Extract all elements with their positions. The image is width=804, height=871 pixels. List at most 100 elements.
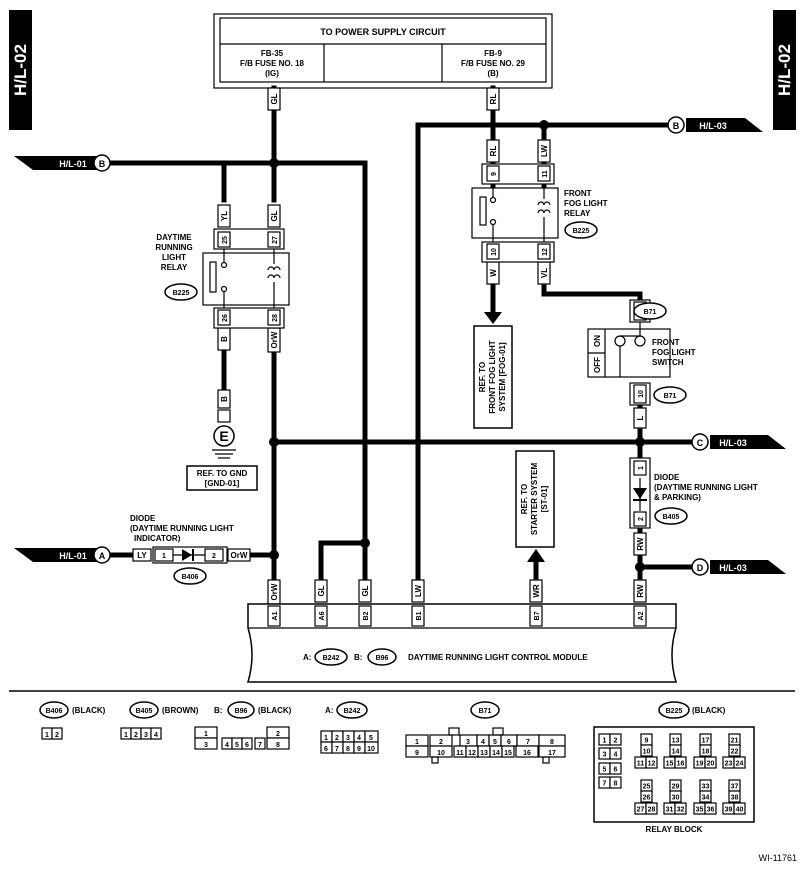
diode-right-line2: (DAYTIME RUNNING LIGHT xyxy=(654,483,758,492)
legend-b406-pin-1: 1 xyxy=(45,732,49,739)
relay-block-cell xyxy=(645,756,658,769)
legend-b96-pin-6: 6 xyxy=(245,742,249,749)
fuse-left-line2: F/B FUSE NO. 18 xyxy=(240,59,305,68)
legend-b405-pin-2: 2 xyxy=(134,732,138,739)
diode-right-pin-2: 2 xyxy=(638,517,645,521)
relay-block-cell-label: 18 xyxy=(702,749,710,756)
connector-h-l-03-b-label: H/L-03 xyxy=(699,121,727,131)
relay-block-cell-label: 8 xyxy=(614,781,618,788)
ref-fog-line1: REF. TO xyxy=(478,362,487,393)
legend-b242-pin-2: 2 xyxy=(335,735,339,742)
wire-label-orw-module: OrW xyxy=(270,583,279,600)
fog-relay: 9 11 10 12 FRONT FOG LIGHT RELAY B225 xyxy=(471,163,608,263)
module-a-conn: B242 xyxy=(323,655,340,662)
relay-block-cell xyxy=(733,802,746,815)
fog-switch-line1: FRONT xyxy=(652,338,680,347)
diode-right-conn: B405 xyxy=(663,514,680,521)
wire-label-lw-module: LW xyxy=(414,585,423,597)
relay-block-cell-label: 17 xyxy=(702,738,710,745)
connector-h-l-03-d-label: H/L-03 xyxy=(719,563,747,573)
connector-h-l-03-d: D H/L-03 xyxy=(691,558,786,576)
module-a-label: A: xyxy=(303,653,311,662)
legend-b242-pin-10: 10 xyxy=(367,746,375,753)
connector-h-l-01-a: H/L-01 A xyxy=(14,546,111,564)
ref-fog-line3: SYSTEM [FOG-01] xyxy=(498,342,507,412)
legend-b242-pin-6: 6 xyxy=(324,746,328,753)
legend-b405-pin-3: 3 xyxy=(144,732,148,739)
module-b-conn: B96 xyxy=(376,655,389,662)
connector-h-l-03-c-letter: C xyxy=(697,438,704,448)
legend-b242-pin-3: 3 xyxy=(346,735,350,742)
fuse-left-line3: (IG) xyxy=(265,69,279,78)
module-b-label: B: xyxy=(354,653,362,662)
relay-block-cell-label: 5 xyxy=(603,767,607,774)
diode-right: 1 2 DIODE (DAYTIME RUNNING LIGHT & PARKI… xyxy=(629,457,758,529)
wires xyxy=(109,85,693,583)
legend: B406 (BLACK) 1 2 B405 (BROWN) 1 2 3 4 B:… xyxy=(39,701,755,834)
legend-b406-color: (BLACK) xyxy=(72,706,106,715)
relay-block-cell-label: 11 xyxy=(637,761,645,768)
diode-left-wire-orw: OrW xyxy=(231,551,248,560)
legend-b96-prefix: B: xyxy=(214,706,222,715)
wire-labels: GL RL YL GL B OrW RL LW W VL L RW OrW GL… xyxy=(217,87,647,605)
legend-b405-color: (BROWN) xyxy=(162,706,199,715)
legend-b71-pin-6: 6 xyxy=(507,739,511,746)
legend-b71-pin-9: 9 xyxy=(415,750,419,757)
legend-b96-name: B96 xyxy=(235,708,248,715)
module-pin-b2: B2 xyxy=(363,611,370,620)
legend-b96-pin-2: 2 xyxy=(276,731,280,738)
relay-block-cell-label: 16 xyxy=(677,761,685,768)
diode-right-line1: DIODE xyxy=(654,473,680,482)
wire-label-l: L xyxy=(636,415,645,420)
legend-b96-pin-8: 8 xyxy=(276,742,280,749)
legend-b71-pin-3: 3 xyxy=(466,739,470,746)
legend-b71-pin-10: 10 xyxy=(437,750,445,757)
relay-block-cell xyxy=(733,756,746,769)
relay-block-cell-label: 14 xyxy=(672,749,680,756)
legend-b225-caption: RELAY BLOCK xyxy=(646,825,703,834)
legend-b71-pin-5: 5 xyxy=(493,739,497,746)
drl-relay-pin-28: 28 xyxy=(272,314,279,322)
drl-relay: 25 27 26 28 DAYTIME RUNNING LIGHT RELAY … xyxy=(155,228,290,329)
drl-relay-line4: RELAY xyxy=(161,263,188,272)
legend-b96-pin-5: 5 xyxy=(235,742,239,749)
fog-relay-line2: FOG LIGHT xyxy=(564,199,608,208)
relay-block-cell-label: 19 xyxy=(696,761,704,768)
figure-id: WI-11761 xyxy=(759,853,797,863)
wire-label-vl: VL xyxy=(540,268,549,278)
fog-switch-conn-top: B71 xyxy=(644,309,657,316)
relay-block-cell xyxy=(669,790,682,803)
legend-b405-name: B405 xyxy=(136,708,153,715)
relay-block-cell xyxy=(640,790,653,803)
relay-block-cell xyxy=(669,744,682,757)
junction-dots xyxy=(269,120,645,572)
relay-block-cell-label: 40 xyxy=(736,807,744,814)
drl-relay-pin-26: 26 xyxy=(222,314,229,322)
fog-relay-line3: RELAY xyxy=(564,209,591,218)
relay-block-cell-label: 7 xyxy=(603,781,607,788)
fog-switch-line2: FOG LIGHT xyxy=(652,348,696,357)
relay-block-cell-label: 4 xyxy=(614,752,618,759)
drl-relay-line3: LIGHT xyxy=(162,253,186,262)
relay-block-cell xyxy=(640,744,653,757)
legend-b71-name: B71 xyxy=(479,708,492,715)
connector-h-l-01-a-label: H/L-01 xyxy=(59,551,87,561)
legend-b242-pin-1: 1 xyxy=(324,735,328,742)
relay-block-cell-label: 35 xyxy=(696,807,704,814)
relay-block-cell xyxy=(704,756,717,769)
wire-label-rw-module: RW xyxy=(636,584,645,598)
legend-b71-pin-14: 14 xyxy=(492,750,500,757)
relay-block-cell xyxy=(674,802,687,815)
legend-b242-prefix: A: xyxy=(325,706,333,715)
relay-block-cell-label: 20 xyxy=(707,761,715,768)
wire-label-lw-relay: LW xyxy=(540,145,549,157)
fog-switch-conn-bottom: B71 xyxy=(664,393,677,400)
legend-b96-pin-7: 7 xyxy=(258,742,262,749)
side-tab-left-label: H/L-02 xyxy=(11,44,30,96)
legend-b242-pin-4: 4 xyxy=(357,735,361,742)
ref-starter-line2: STARTER SYSTEM xyxy=(530,463,539,536)
legend-b242-pin-9: 9 xyxy=(357,746,361,753)
relay-block-cell-label: 34 xyxy=(702,795,710,802)
module-pin-a1: A1 xyxy=(272,611,279,620)
